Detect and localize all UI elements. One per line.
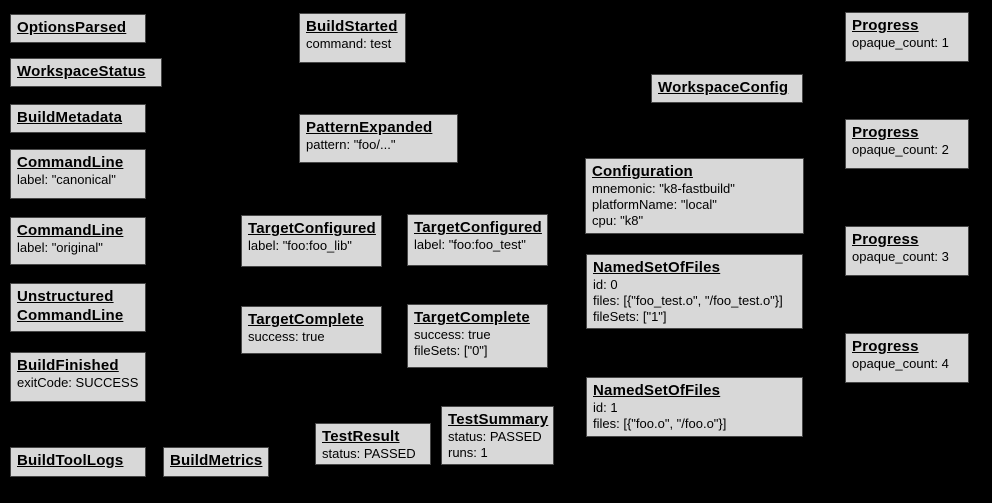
node-title: TestSummary — [448, 411, 549, 428]
node-title: Progress — [852, 231, 919, 248]
node-title: TargetConfigured — [414, 219, 542, 236]
node-title: NamedSetOfFiles — [593, 259, 721, 276]
node-buildmetadata: BuildMetadata — [10, 104, 146, 133]
node-title: TargetComplete — [248, 311, 364, 328]
node-field: mnemonic: "k8-fastbuild" — [592, 181, 735, 196]
node-title: WorkspaceConfig — [658, 79, 789, 96]
node-field: opaque_count: 4 — [852, 356, 949, 371]
node-commandline-original: CommandLine label: "original" — [10, 217, 146, 265]
node-title: CommandLine — [17, 154, 124, 171]
node-patternexpanded: PatternExpanded pattern: "foo/..." — [299, 114, 458, 163]
node-targetcomplete-foo-test: TargetComplete success: true fileSets: [… — [407, 304, 548, 368]
node-field: label: "original" — [17, 240, 103, 255]
node-title: BuildToolLogs — [17, 452, 124, 469]
node-field: status: PASSED — [448, 429, 542, 444]
node-field: id: 1 — [593, 400, 618, 415]
node-targetconfigured-foo-test: TargetConfigured label: "foo:foo_test" — [407, 214, 548, 266]
node-field: pattern: "foo/..." — [306, 137, 396, 152]
node-buildtoollogs: BuildToolLogs — [10, 447, 146, 477]
node-field: label: "foo:foo_test" — [414, 237, 526, 252]
node-buildmetrics: BuildMetrics — [163, 447, 269, 477]
node-title: TargetComplete — [414, 309, 530, 326]
node-title: BuildStarted — [306, 18, 398, 35]
node-field: status: PASSED — [322, 446, 416, 461]
node-field: success: true — [414, 327, 491, 342]
node-title: TestResult — [322, 428, 400, 445]
node-progress-4: Progress opaque_count: 4 — [845, 333, 969, 383]
node-testresult: TestResult status: PASSED — [315, 423, 431, 465]
node-configuration: Configuration mnemonic: "k8-fastbuild" p… — [585, 158, 804, 234]
node-field: id: 0 — [593, 277, 618, 292]
node-field: cpu: "k8" — [592, 213, 644, 228]
node-buildfinished: BuildFinished exitCode: SUCCESS — [10, 352, 146, 402]
node-field: command: test — [306, 36, 392, 51]
node-field: files: [{"foo.o", "/foo.o"}] — [593, 416, 727, 431]
node-title: BuildMetrics — [170, 452, 263, 469]
node-field: opaque_count: 1 — [852, 35, 949, 50]
node-buildstarted: BuildStarted command: test — [299, 13, 406, 63]
node-title: PatternExpanded — [306, 119, 433, 136]
node-title: Progress — [852, 17, 919, 34]
node-testsummary: TestSummary status: PASSED runs: 1 — [441, 406, 554, 465]
node-field: runs: 1 — [448, 445, 488, 460]
node-title: WorkspaceStatus — [17, 63, 146, 80]
node-field: success: true — [248, 329, 325, 344]
node-title: BuildFinished — [17, 357, 119, 374]
node-title: TargetConfigured — [248, 220, 376, 237]
node-field: label: "canonical" — [17, 172, 116, 187]
node-title: Unstructured CommandLine — [17, 288, 124, 324]
node-title: BuildMetadata — [17, 109, 123, 126]
node-workspacestatus: WorkspaceStatus — [10, 58, 162, 87]
node-progress-3: Progress opaque_count: 3 — [845, 226, 969, 276]
node-commandline-canonical: CommandLine label: "canonical" — [10, 149, 146, 199]
node-title: Progress — [852, 124, 919, 141]
node-field: opaque_count: 2 — [852, 142, 949, 157]
node-field: exitCode: SUCCESS — [17, 375, 139, 390]
node-field: opaque_count: 3 — [852, 249, 949, 264]
node-title: NamedSetOfFiles — [593, 382, 721, 399]
node-field: files: [{"foo_test.o", "/foo_test.o"}] — [593, 293, 783, 308]
node-title: Configuration — [592, 163, 693, 180]
node-title: CommandLine — [17, 222, 124, 239]
node-namedsetoffiles-0: NamedSetOfFiles id: 0 files: [{"foo_test… — [586, 254, 803, 329]
node-optionsparsed: OptionsParsed — [10, 14, 146, 43]
node-field: platformName: "local" — [592, 197, 717, 212]
node-title: OptionsParsed — [17, 19, 127, 36]
node-field: label: "foo:foo_lib" — [248, 238, 352, 253]
node-unstructuredcommandline: Unstructured CommandLine — [10, 283, 146, 332]
node-namedsetoffiles-1: NamedSetOfFiles id: 1 files: [{"foo.o", … — [586, 377, 803, 437]
node-progress-2: Progress opaque_count: 2 — [845, 119, 969, 169]
node-title: Progress — [852, 338, 919, 355]
node-workspaceconfig: WorkspaceConfig — [651, 74, 803, 103]
node-field: fileSets: ["0"] — [414, 343, 488, 358]
node-targetcomplete-foo-lib: TargetComplete success: true — [241, 306, 382, 354]
node-progress-1: Progress opaque_count: 1 — [845, 12, 969, 62]
node-field: fileSets: ["1"] — [593, 309, 667, 324]
node-targetconfigured-foo-lib: TargetConfigured label: "foo:foo_lib" — [241, 215, 382, 267]
